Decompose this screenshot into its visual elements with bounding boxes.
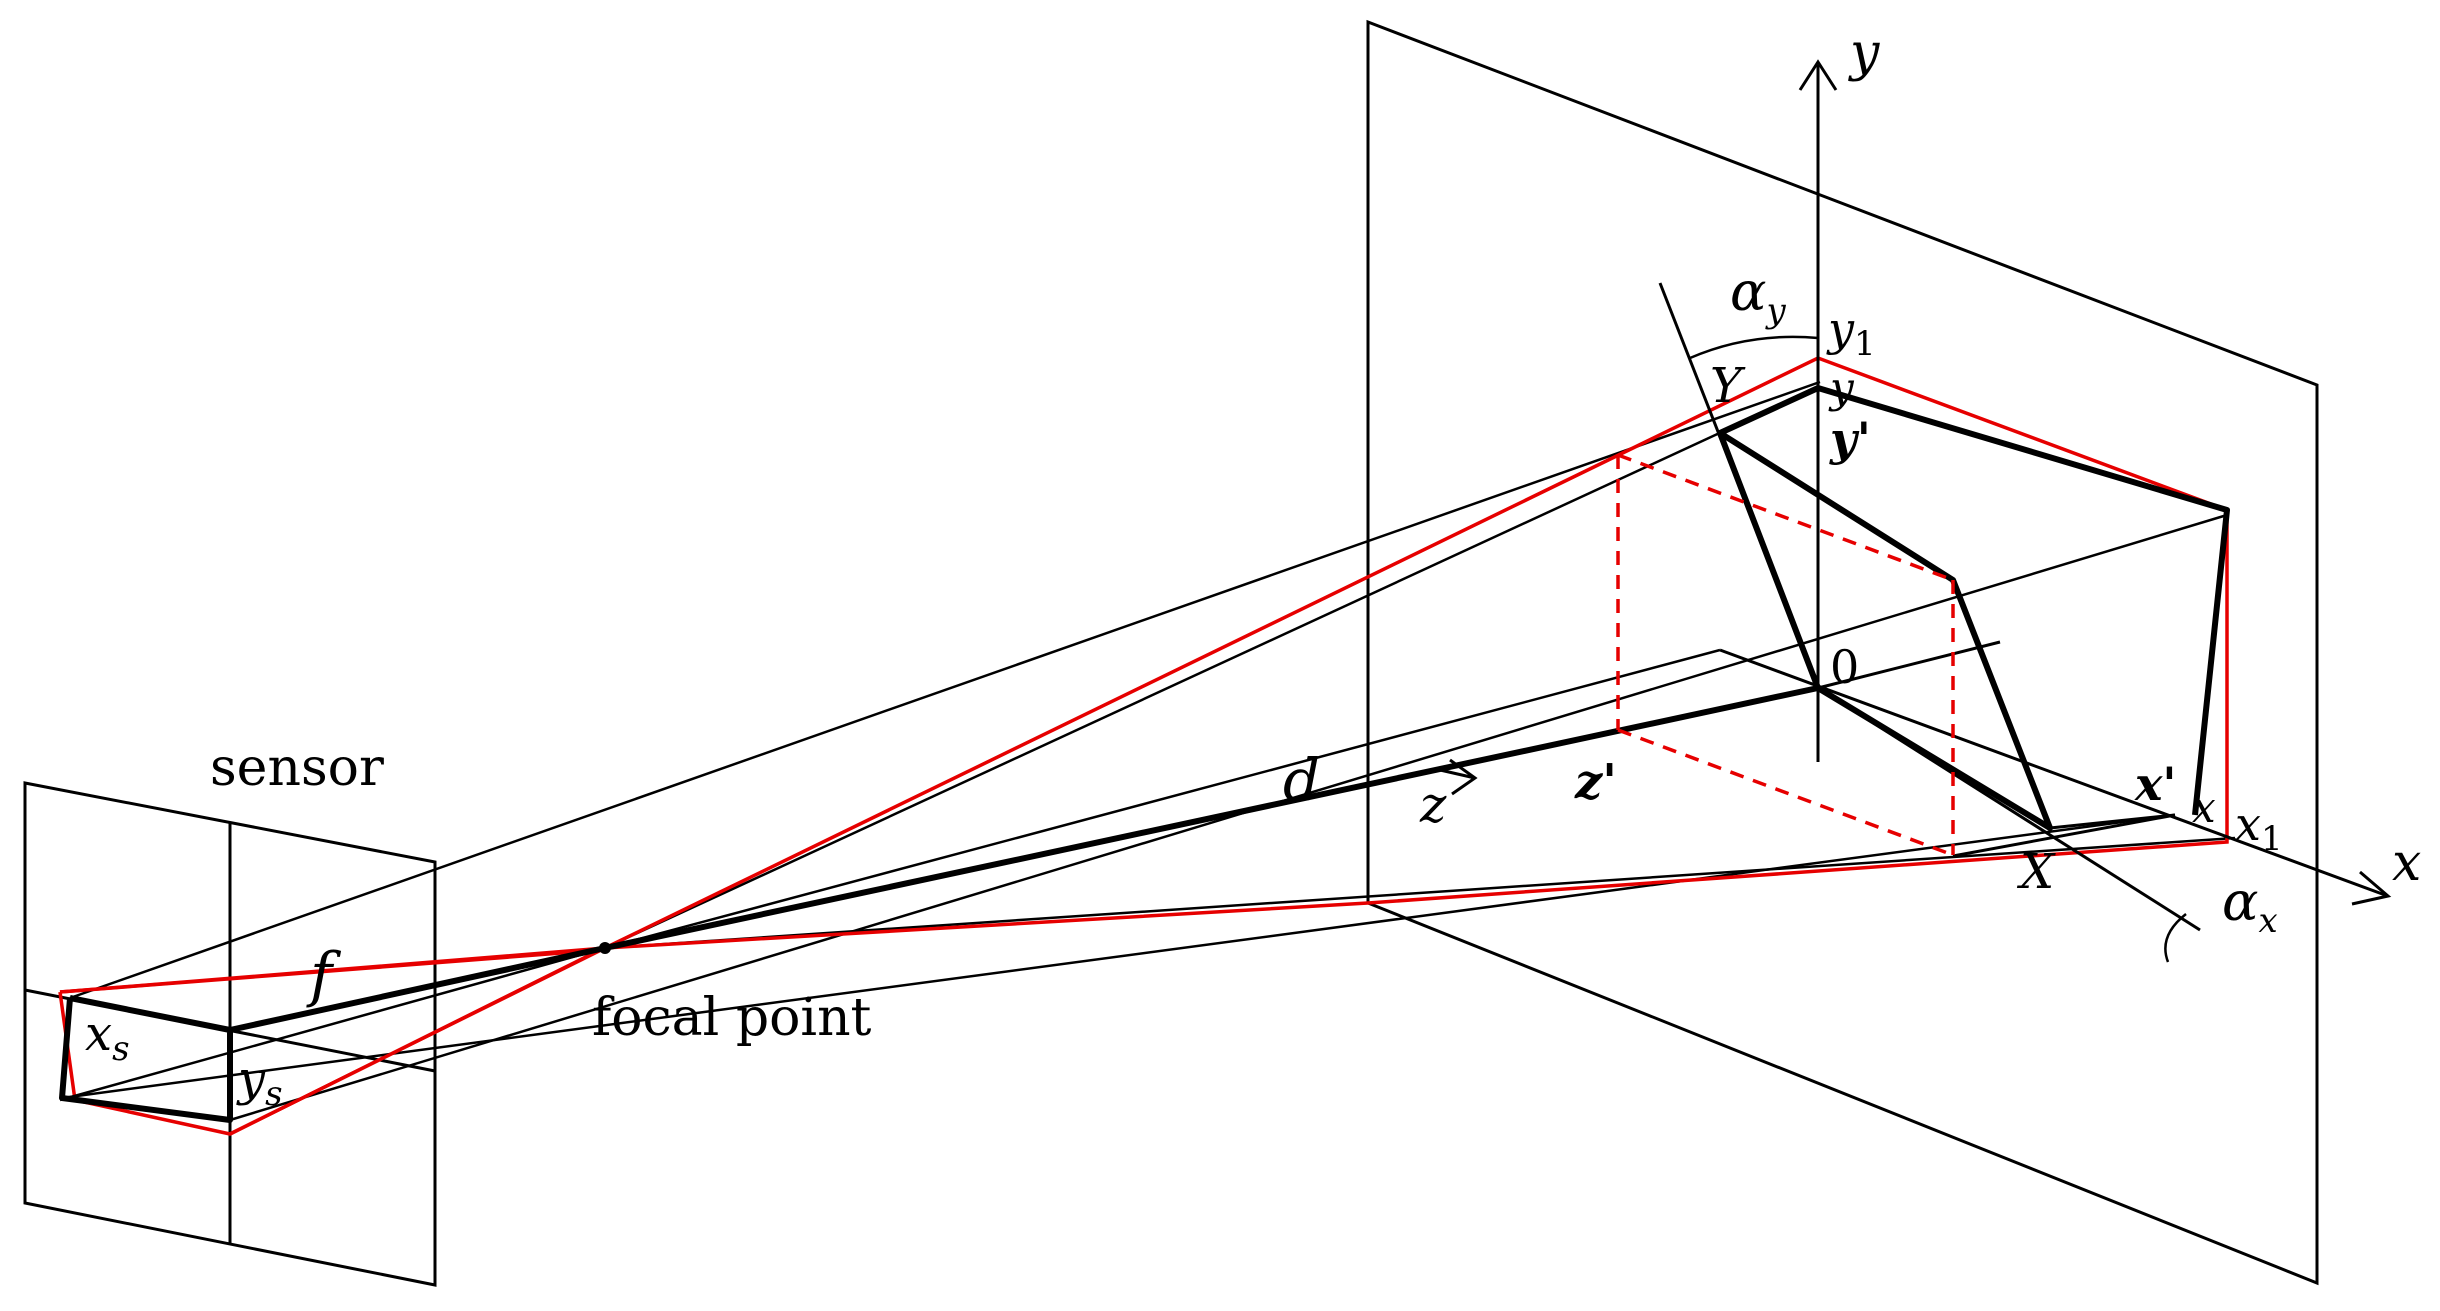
red-projection-cone [59,356,2229,1136]
y1-label: y1 [1826,302,1876,364]
z-arrow-head [1439,758,1478,796]
optical-axis-sensor [229,945,606,1033]
origin-diagonal-upper [1817,640,2001,690]
big-Y-label: Y [1710,358,1746,414]
focal-length-label: f [306,940,342,1010]
object-plane [1366,19,2319,1286]
sensor-label: sensor [210,738,384,798]
optical-axis-z [604,685,1819,951]
projected-bottom-edge [2049,813,2176,830]
alpha-x-arc [2164,913,2187,963]
box-edge-top [1617,453,1954,582]
ray-to-upper-right [229,513,2228,1122]
small-x-label: x [2192,783,2216,832]
x-axis-arrow [2351,870,2392,906]
origin-label: 0 [1830,640,1859,694]
box-edge-bottom [1617,728,1954,857]
focal-point-dot [599,942,611,954]
y-axis-label: y [1848,23,1880,83]
tilted-object-shape [1717,430,2053,831]
alpha-x-label: αx [2222,870,2278,941]
ray-to-y-top [69,380,1821,1000]
ray-lower [604,836,2236,950]
alpha-y-arc [1689,335,1819,360]
object-axes [1658,59,2392,932]
focal-point-label: focal point [592,988,872,1048]
y-axis-arrow [1798,59,1838,91]
dashed-red-box [1616,453,1955,857]
x-axis-line [1719,648,2386,897]
xs-label: xs [85,1006,130,1069]
y-prime-label: y' [1829,412,1871,466]
z-axis-label: z [1419,776,1447,834]
ray-to-top-vertex [604,386,1818,950]
z-prime-label: z' [1574,754,1617,810]
sensor-diagonal [59,946,606,1102]
projected-outline-black [1718,385,2230,816]
x-prime-label: x' [2134,757,2177,811]
alpha-y-label: αy [1730,260,1786,331]
x-prime-line [1952,813,2176,858]
x-axis-label: x [2392,833,2421,893]
ys-label: ys [236,1051,283,1114]
sensor-inner-lines [59,946,606,1102]
sensor-frame [23,781,437,1287]
x1-label: x1 [2235,797,2283,859]
big-X-label: X [2016,844,2056,900]
distance-label: d [1283,746,1320,814]
ray-to-center-line [604,648,1721,950]
ray-to-x-point [61,813,2176,1100]
projection-rays [61,380,2236,1122]
small-y-label: y [1828,363,1855,412]
